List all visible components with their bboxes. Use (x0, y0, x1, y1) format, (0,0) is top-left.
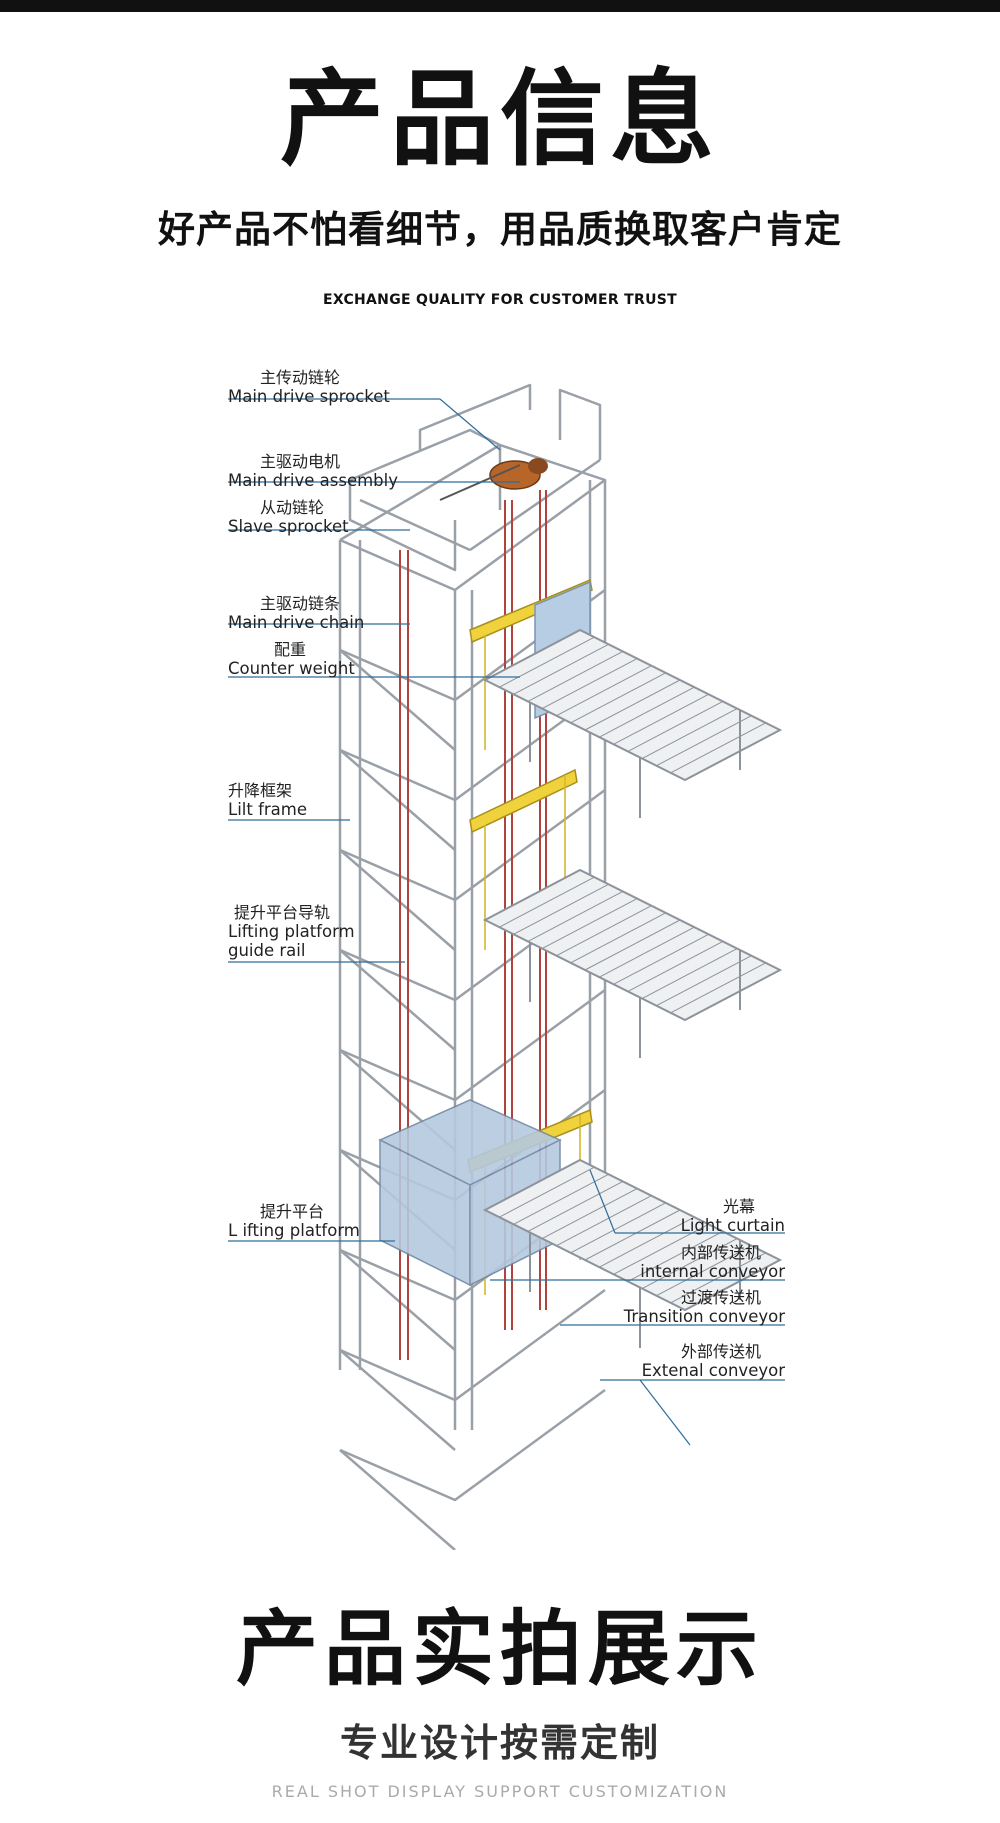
conveyor-roller (570, 1202, 666, 1254)
page-subtitle-en: EXCHANGE QUALITY FOR CUSTOMER TRUST (323, 292, 677, 308)
label-external-conveyor: 外部传送机 Extenal conveyor (641, 1342, 785, 1380)
conveyor-roller (584, 1209, 681, 1261)
section-title: 产品实拍展示 (235, 1602, 764, 1697)
label-guide-rail: 提升平台导轨 Lifting platform guide rail (228, 903, 355, 960)
frame-brace (339, 849, 456, 951)
conveyor-roller (570, 912, 666, 964)
conveyor-roller (541, 898, 638, 950)
section-subtitle: 专业设计按需定制 (339, 1721, 660, 1765)
conveyor-roller (499, 1166, 595, 1218)
conveyor-roller (513, 883, 609, 935)
page-subtitle: 好产品不怕看细节，用品质换取客户肯定 (158, 208, 842, 251)
frame-brace (339, 1349, 456, 1451)
conveyor-roller (556, 1195, 652, 1247)
label-main-drive-assembly: 主驱动电机 Main drive assembly (228, 452, 398, 490)
conveyor-roller (599, 686, 695, 738)
conveyor-roller (656, 955, 752, 1007)
frame-ring (339, 988, 606, 1102)
conveyor-roller (599, 1216, 695, 1268)
conveyor-roller (599, 926, 695, 978)
conveyor-roller (627, 1230, 724, 1282)
conveyor-roller (670, 962, 766, 1014)
elevator-diagram: 主传动链轮 Main drive sprocket 主驱动电机 Main dri… (0, 350, 1000, 1550)
conveyor-roller (570, 672, 666, 724)
label-internal-conveyor: 内部传送机 internal conveyor (640, 1243, 785, 1281)
elevator-drawing (228, 383, 785, 1550)
conveyor-roller (527, 1180, 624, 1232)
frame-brace (339, 1249, 456, 1351)
frame-brace (339, 749, 456, 851)
frame-brace (339, 949, 456, 1051)
label-light-curtain: 光幕 Light curtain (680, 1197, 785, 1235)
label-main-drive-chain: 主驱动链条 Main drive chain (228, 594, 365, 632)
conveyor-roller (627, 700, 724, 752)
conveyor-roller (556, 665, 652, 717)
conveyor-roller (541, 658, 638, 710)
label-counter-weight: 配重 Counter weight (228, 640, 355, 678)
label-slave-sprocket: 从动链轮 Slave sprocket (228, 498, 349, 536)
section-subtitle-en: REAL SHOT DISPLAY SUPPORT CUSTOMIZATION (271, 1782, 729, 1801)
conveyor-roller (641, 708, 738, 760)
conveyor-roller (656, 1245, 752, 1297)
conveyor-roller (627, 940, 724, 992)
page-title: 产品信息 (279, 58, 720, 180)
conveyor-roller (527, 650, 624, 702)
label-lifting-platform: 提升平台 L ifting platform (228, 1202, 360, 1240)
conveyor-roller (499, 636, 595, 688)
conveyor-roller (513, 643, 609, 695)
conveyor-roller (670, 1252, 766, 1304)
conveyor-roller (541, 1188, 638, 1240)
conveyor-roller (613, 933, 709, 985)
frame-ring (339, 688, 606, 802)
conveyor-roller (584, 919, 681, 971)
conveyor-roller (584, 679, 681, 731)
conveyor-roller (556, 905, 652, 957)
conveyor-roller (641, 948, 738, 1000)
conveyor-roller (670, 722, 766, 774)
frame-ring (339, 1288, 606, 1402)
frame-brace (339, 649, 456, 751)
conveyor-roller (656, 715, 752, 767)
label-main-drive-sprocket: 主传动链轮 Main drive sprocket (228, 368, 390, 406)
top-bar (0, 0, 1000, 12)
label-transition-conveyor: 过渡传送机 Transition conveyor (623, 1288, 785, 1326)
frame-brace (339, 1449, 456, 1550)
conveyor-roller (499, 876, 595, 928)
label-lift-frame: 升降框架 Lilt frame (228, 781, 308, 819)
conveyor-roller (527, 890, 624, 942)
conveyor-roller (613, 693, 709, 745)
frame-ring (339, 1388, 606, 1502)
conveyor-roller (513, 1173, 609, 1225)
frame-ring (339, 788, 606, 902)
